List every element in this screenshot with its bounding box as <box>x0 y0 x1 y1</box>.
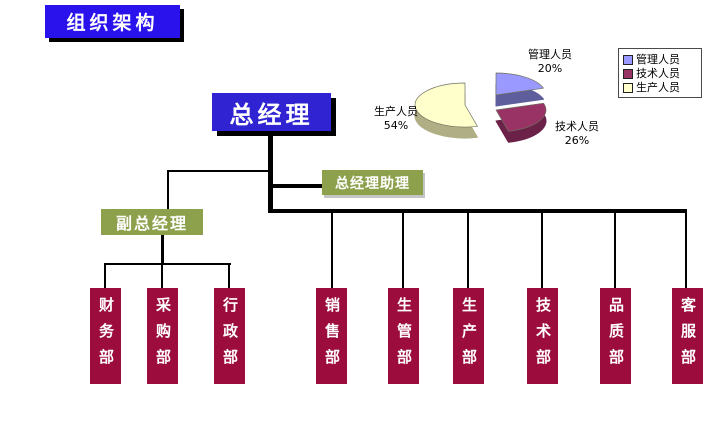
connector-line <box>268 209 687 213</box>
dept-box-purchasing: 采购部 <box>147 288 178 384</box>
dept-box-sales: 销售部 <box>316 288 347 384</box>
node-gm-assistant: 总经理助理 <box>322 170 423 195</box>
connector-line <box>273 184 322 188</box>
connector-line <box>161 235 164 264</box>
pie-label-managers-name: 管理人员 <box>528 48 572 61</box>
legend-item: 管理人员 <box>623 53 697 66</box>
node-general-manager: 总经理 <box>212 93 331 131</box>
dept-box-administration: 行政部 <box>214 288 245 384</box>
connector-line <box>161 265 163 288</box>
connector-line <box>467 213 469 288</box>
dept-label: 销售部 <box>323 297 341 375</box>
dept-label: 品质部 <box>607 297 625 375</box>
pie-label-technical: 技术人员 26% <box>545 120 609 148</box>
legend-label-technical: 技术人员 <box>636 67 680 80</box>
connector-line <box>104 263 231 265</box>
connector-line <box>685 213 687 288</box>
node-general-manager-label: 总经理 <box>229 100 314 129</box>
pie-label-production-name: 生产人员 <box>374 105 418 118</box>
pie-3d-graphic <box>414 72 547 143</box>
staff-pie-chart: 管理人员 20% 技术人员 26% 生产人员 54% 管理人员 技术人员 生产人… <box>368 44 712 164</box>
legend-swatch-production <box>623 82 633 93</box>
node-gm-assistant-label: 总经理助理 <box>335 175 410 192</box>
node-deputy-gm: 副总经理 <box>101 209 203 235</box>
pie-label-managers: 管理人员 20% <box>518 48 582 76</box>
dept-box-technology: 技术部 <box>527 288 558 384</box>
pie-label-technical-name: 技术人员 <box>555 120 599 133</box>
dept-box-production-control: 生管部 <box>388 288 419 384</box>
title-banner-label: 组织架构 <box>66 12 159 34</box>
node-deputy-gm-label: 副总经理 <box>115 214 188 233</box>
legend-item: 生产人员 <box>623 81 697 94</box>
dept-box-customer-service: 客服部 <box>672 288 703 384</box>
connector-line <box>104 265 106 288</box>
pie-label-production-pct: 54% <box>383 119 409 132</box>
dept-label: 客服部 <box>679 297 697 375</box>
legend-label-managers: 管理人员 <box>636 53 680 66</box>
connector-line <box>268 131 273 211</box>
pie-label-managers-pct: 20% <box>537 62 563 75</box>
dept-label: 财务部 <box>97 297 115 375</box>
connector-line <box>402 213 404 288</box>
dept-label: 技术部 <box>534 297 552 375</box>
dept-label: 生产部 <box>460 297 478 375</box>
connector-line <box>228 265 230 288</box>
dept-label: 采购部 <box>154 297 172 375</box>
dept-box-production: 生产部 <box>453 288 484 384</box>
legend-swatch-managers <box>623 54 633 65</box>
dept-box-quality: 品质部 <box>600 288 631 384</box>
legend-swatch-technical <box>623 68 633 79</box>
connector-line <box>331 213 333 288</box>
connector-line <box>614 213 616 288</box>
chart-legend: 管理人员 技术人员 生产人员 <box>618 48 702 98</box>
dept-box-finance: 财务部 <box>90 288 121 384</box>
pie-label-technical-pct: 26% <box>564 134 590 147</box>
connector-line <box>167 170 270 172</box>
dept-label: 生管部 <box>395 297 413 375</box>
connector-line <box>167 172 169 209</box>
dept-label: 行政部 <box>221 297 239 375</box>
legend-label-production: 生产人员 <box>636 81 680 94</box>
pie-label-production: 生产人员 54% <box>368 105 424 133</box>
connector-line <box>541 213 543 288</box>
title-banner: 组织架构 <box>45 5 180 38</box>
legend-item: 技术人员 <box>623 67 697 80</box>
